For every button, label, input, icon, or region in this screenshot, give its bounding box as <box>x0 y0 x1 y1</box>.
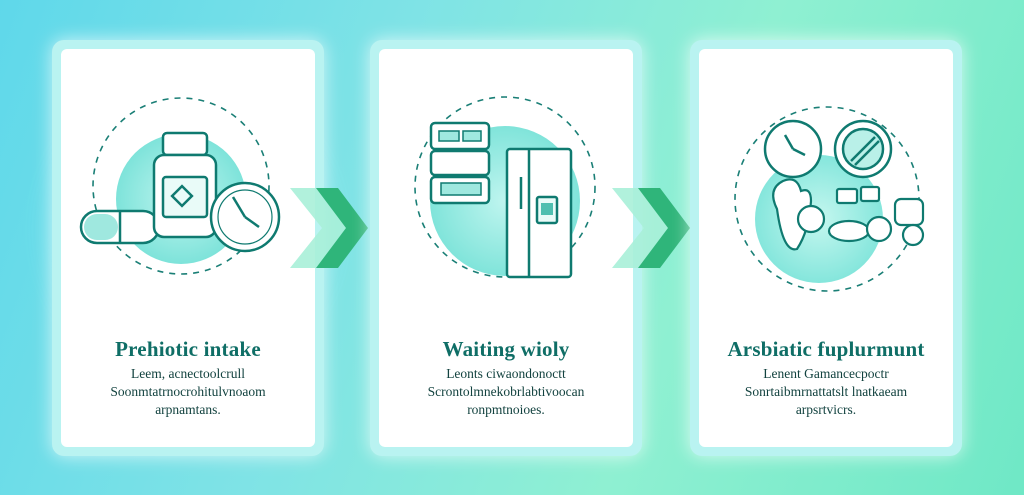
clock-icon <box>209 181 281 253</box>
step-1-title: Prehiotic intake <box>115 337 261 361</box>
step-3-description: Lenent Gamancecpoctr Sonrtaibmrnattatslt… <box>721 365 931 419</box>
medicine-bottle-icon <box>152 131 218 239</box>
step-2-desc-line: Scrontolmnekobrlabtivoocan <box>427 384 585 399</box>
clock-icon <box>763 119 823 179</box>
step-3-desc-line: Sonrtaibmrnattatslt lnatkaeam <box>744 384 908 399</box>
plate-icon <box>833 119 893 179</box>
dashed-ring <box>92 97 270 275</box>
step-2-illustration <box>414 96 596 279</box>
vegetables-icon <box>772 178 925 251</box>
step-card-3: Arsbiatic fuplurmunt Lenent Gamancecpoct… <box>690 40 962 456</box>
chevron-right-icon <box>290 188 368 268</box>
step-3-desc-line: arpsrtvicrs. <box>795 402 857 417</box>
step-card-1: Prehiotic intake Leem, acnectoolcrull So… <box>52 40 324 456</box>
step-1-illustration <box>79 97 281 275</box>
pill-icon <box>79 209 161 245</box>
step-1-desc-line: arpnamtans. <box>155 402 221 417</box>
step-card-2-body: Waiting wioly Leonts ciwaondonoctt Scron… <box>379 49 633 447</box>
step-3-title: Arsbiatic fuplurmunt <box>727 337 925 361</box>
refrigerator-icon <box>505 147 573 279</box>
food-container-icon <box>429 121 491 205</box>
step-3-illustration <box>734 106 925 292</box>
step-1-desc-line: Soonmtatrnocrohitulvnoaom <box>110 384 266 399</box>
step-card-3-body: Arsbiatic fuplurmunt Lenent Gamancecpoct… <box>699 49 953 447</box>
step-card-1-body: Prehiotic intake Leem, acnectoolcrull So… <box>61 49 315 447</box>
chevron-right-icon <box>612 188 690 268</box>
step-1-description: Leem, acnectoolcrull Soonmtatrnocrohitul… <box>83 365 293 419</box>
step-2-title: Waiting wioly <box>442 337 570 361</box>
dashed-ring <box>414 96 596 278</box>
step-3-desc-line: Lenent Gamancecpoctr <box>763 366 889 381</box>
step-1-desc-line: Leem, acnectoolcrull <box>131 366 245 381</box>
step-2-description: Leonts ciwaondonoctt Scrontolmnekobrlabt… <box>401 365 611 419</box>
step-card-2: Waiting wioly Leonts ciwaondonoctt Scron… <box>370 40 642 456</box>
step-2-desc-line: ronpmtnoioes. <box>467 402 545 417</box>
step-2-desc-line: Leonts ciwaondonoctt <box>446 366 566 381</box>
